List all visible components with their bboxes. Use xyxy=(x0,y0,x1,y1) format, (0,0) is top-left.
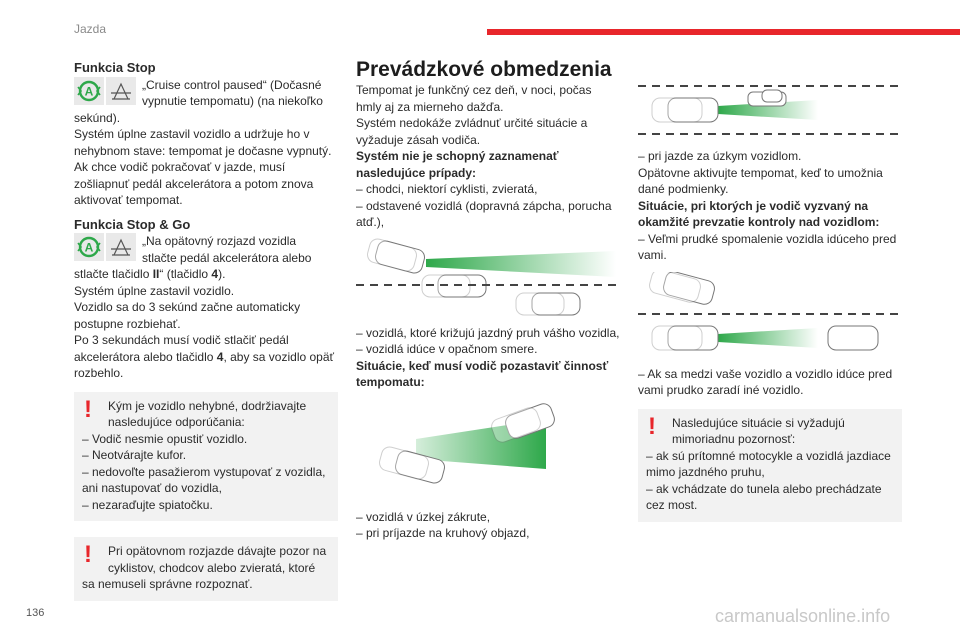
section-color-bar xyxy=(487,29,960,35)
right-column: – pri jazde za úzkym vozidlom. Opätovne … xyxy=(638,78,902,522)
stop-icon-row: A „Cruise control paused“ (Dočasné vypnu… xyxy=(74,76,338,110)
warning-box-restart: ! Pri opätovnom rozjazde dávajte pozor n… xyxy=(74,537,338,601)
svg-text:A: A xyxy=(85,241,94,255)
after-fig3-items: – pri jazde za úzkym vozidlom. Opätovne … xyxy=(638,149,883,196)
stopgo-body-2: Systém úplne zastavil vozidlo. Vozidlo s… xyxy=(74,283,301,331)
stopgo-message-line1: „Na opätovný rozjazd vozidla xyxy=(142,234,297,248)
takeover-title: Situácie, pri ktorých je vodič vyzvaný n… xyxy=(638,198,880,230)
stop-message-line2: vypnutie tempomatu) (na niekoľko xyxy=(142,94,323,108)
acc-active-icon: A xyxy=(74,233,104,261)
warning-items: – ak sú prítomné motocykle a vozidlá jaz… xyxy=(646,448,891,513)
stop-title: Funkcia Stop xyxy=(74,60,156,75)
svg-text:A: A xyxy=(85,84,94,98)
limits-intro: Tempomat je funkčný cez deň, v noci, poč… xyxy=(356,83,592,147)
bend-illustration xyxy=(379,402,555,484)
after-fig4-items: – Ak sa medzi vaše vozidlo a vozidlo idú… xyxy=(638,366,893,398)
stopgo-title: Funkcia Stop & Go xyxy=(74,216,191,232)
crossing-vehicles-illustration xyxy=(356,237,620,315)
limits-title: Prevádzkové obmedzenia xyxy=(356,58,612,81)
stop-body: sekúnd). Systém úplne zastavil vozidlo a… xyxy=(74,110,332,208)
stopgo-message-line2: stlačte pedál akcelerátora alebo xyxy=(142,250,312,265)
warning-box-stationary: ! Kým je vozidlo nehybné, dodržiavajte n… xyxy=(74,391,338,521)
narrow-vehicle-illustration xyxy=(638,85,902,135)
stop-message-line1: „Cruise control paused“ (Dočasné xyxy=(142,77,322,92)
warning-icon: ! xyxy=(84,395,92,423)
cannot-detect-title: Systém nie je schopný zaznamenať nasledu… xyxy=(356,149,559,180)
stopgo-body-3: Po 3 sekundách musí vodič stlačiť pedál … xyxy=(74,333,335,380)
warning-box-attention: ! Nasledujúce situácie si vyžadujú mimor… xyxy=(638,408,902,522)
warning-items: – Vodič nesmie opustiť vozidlo. – Neotvá… xyxy=(82,431,326,512)
driver-pedal-icon xyxy=(106,76,136,105)
section-header: Jazda xyxy=(74,22,107,36)
stopgo-icon-row: A „Na opätovný rozjazd vozidla stlačte p… xyxy=(74,233,338,266)
warning-icon: ! xyxy=(648,412,656,440)
after-fig1-items: – vozidlá, ktoré križujú jazdný pruh váš… xyxy=(356,325,620,357)
watermark: carmanualsonline.info xyxy=(715,606,891,626)
after-fig2-items: – vozidlá v úzkej zákrute, – pri príjazd… xyxy=(356,509,530,541)
acc-active-icon: A xyxy=(74,76,104,105)
left-column: Funkcia Stop A „Cruise control paused“ (… xyxy=(74,60,338,601)
page-number: 136 xyxy=(26,607,45,619)
stopgo-body: stlačte tlačidlo II“ (tlačidlo 4). xyxy=(74,267,226,281)
suspend-title: Situácie, keď musí vodič pozastaviť činn… xyxy=(356,358,609,390)
cut-in-illustration xyxy=(638,271,902,350)
driver-pedal-icon xyxy=(106,233,136,261)
warning-icon: ! xyxy=(84,541,92,568)
middle-column: Prevádzkové obmedzenia Tempomat je funkč… xyxy=(356,58,620,542)
takeover-item: – Veľmi prudké spomalenie vozidla idúceh… xyxy=(638,231,897,263)
cannot-detect-items: – chodci, niektorí cyklisti, zvieratá, –… xyxy=(356,182,612,229)
